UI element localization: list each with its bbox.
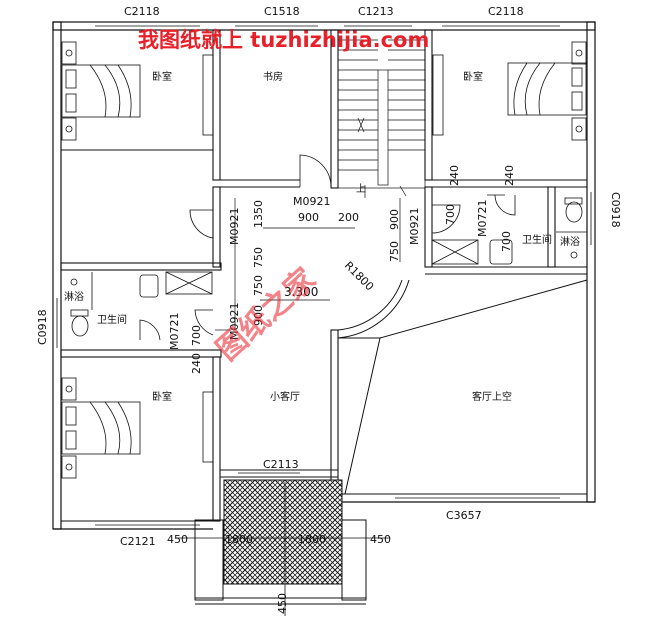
window-top-1: C2118 [124, 5, 160, 18]
room-bathroom-e: 卫生间 [522, 233, 552, 246]
void-outline [337, 279, 588, 495]
elevation-mark: 3.300 [284, 285, 318, 299]
dim-240-b: 240 [448, 165, 461, 186]
dimension-lines [175, 194, 505, 539]
watermark-diagonal: 图纸之家 [210, 262, 323, 368]
balcony-dim-1800-right: 1800 [298, 533, 326, 546]
room-labels: 卧室 书房 卧室 卫生间 淋浴 卫生间 淋浴 卧室 小客厅 客厅上空 [64, 70, 580, 403]
bed-northwest [61, 64, 141, 118]
staircase [337, 29, 426, 198]
door-swings [139, 154, 516, 341]
window-marks [56, 25, 592, 526]
door-labels: M0921 M0921 M0921 M0921 M0721 M0721 [168, 195, 489, 350]
room-small-living: 小客厅 [270, 390, 300, 403]
room-bedroom-sw: 卧室 [152, 390, 172, 403]
dimension-labels: 900 200 1350 750 750 900 700 240 900 750… [167, 165, 516, 614]
bed-northeast [507, 62, 587, 116]
balcony-dim-1800-left: 1800 [225, 533, 253, 546]
window-top-2: C1518 [264, 5, 300, 18]
balcony-dim-450-vertical: 450 [276, 593, 289, 614]
outer-walls [52, 21, 596, 530]
window-inner: C2113 [263, 458, 299, 471]
dim-240-a: 240 [190, 353, 203, 374]
wardrobes [61, 41, 587, 479]
door-right: M0921 [408, 208, 421, 246]
dim-900-b: 900 [252, 305, 265, 326]
window-bottom-w: C2121 [120, 535, 156, 548]
dim-700-c: 700 [500, 231, 513, 252]
dim-240-c: 240 [503, 165, 516, 186]
window-top-4: C2118 [488, 5, 524, 18]
watermark-banner: 我图纸就上 tuzhizhijia.com [138, 28, 429, 52]
window-west: C0918 [36, 309, 49, 345]
window-east: C0918 [609, 192, 622, 228]
door-study: M0921 [293, 195, 331, 208]
bath-fixtures [70, 197, 587, 337]
door-bath-w: M0721 [168, 313, 181, 351]
door-left-2: M0921 [228, 303, 241, 341]
room-bedroom-nw: 卧室 [152, 70, 172, 83]
dim-750-b: 750 [252, 275, 265, 296]
room-bathroom-w: 卫生间 [97, 313, 127, 326]
dim-900-c: 900 [388, 209, 401, 230]
bed-southwest [61, 401, 141, 455]
dim-700-a: 700 [190, 325, 203, 346]
balcony-dim-450-left: 450 [167, 533, 188, 546]
dim-1350: 1350 [252, 200, 265, 228]
window-top-3: C1213 [358, 5, 394, 18]
room-bedroom-ne: 卧室 [463, 70, 483, 83]
room-shower-e: 淋浴 [560, 235, 580, 248]
window-bottom-e: C3657 [446, 509, 482, 522]
room-study: 书房 [263, 70, 283, 83]
door-left-1: M0921 [228, 208, 241, 246]
door-bath-e: M0721 [476, 200, 489, 238]
dim-750-c: 750 [388, 241, 401, 262]
window-labels: C2118 C1518 C1213 C2118 C0918 C0918 C211… [36, 5, 622, 548]
dim-900-a: 900 [298, 211, 319, 224]
balcony [194, 479, 367, 616]
dim-750-a: 750 [252, 247, 265, 268]
dim-700-b: 700 [444, 204, 457, 225]
dim-200: 200 [338, 211, 359, 224]
balcony-dim-450-right: 450 [370, 533, 391, 546]
stair-up-label: 上 [356, 183, 366, 195]
room-living-void: 客厅上空 [472, 390, 512, 403]
radius-mark: R1800 [342, 259, 376, 293]
room-shower-w: 淋浴 [64, 290, 84, 303]
